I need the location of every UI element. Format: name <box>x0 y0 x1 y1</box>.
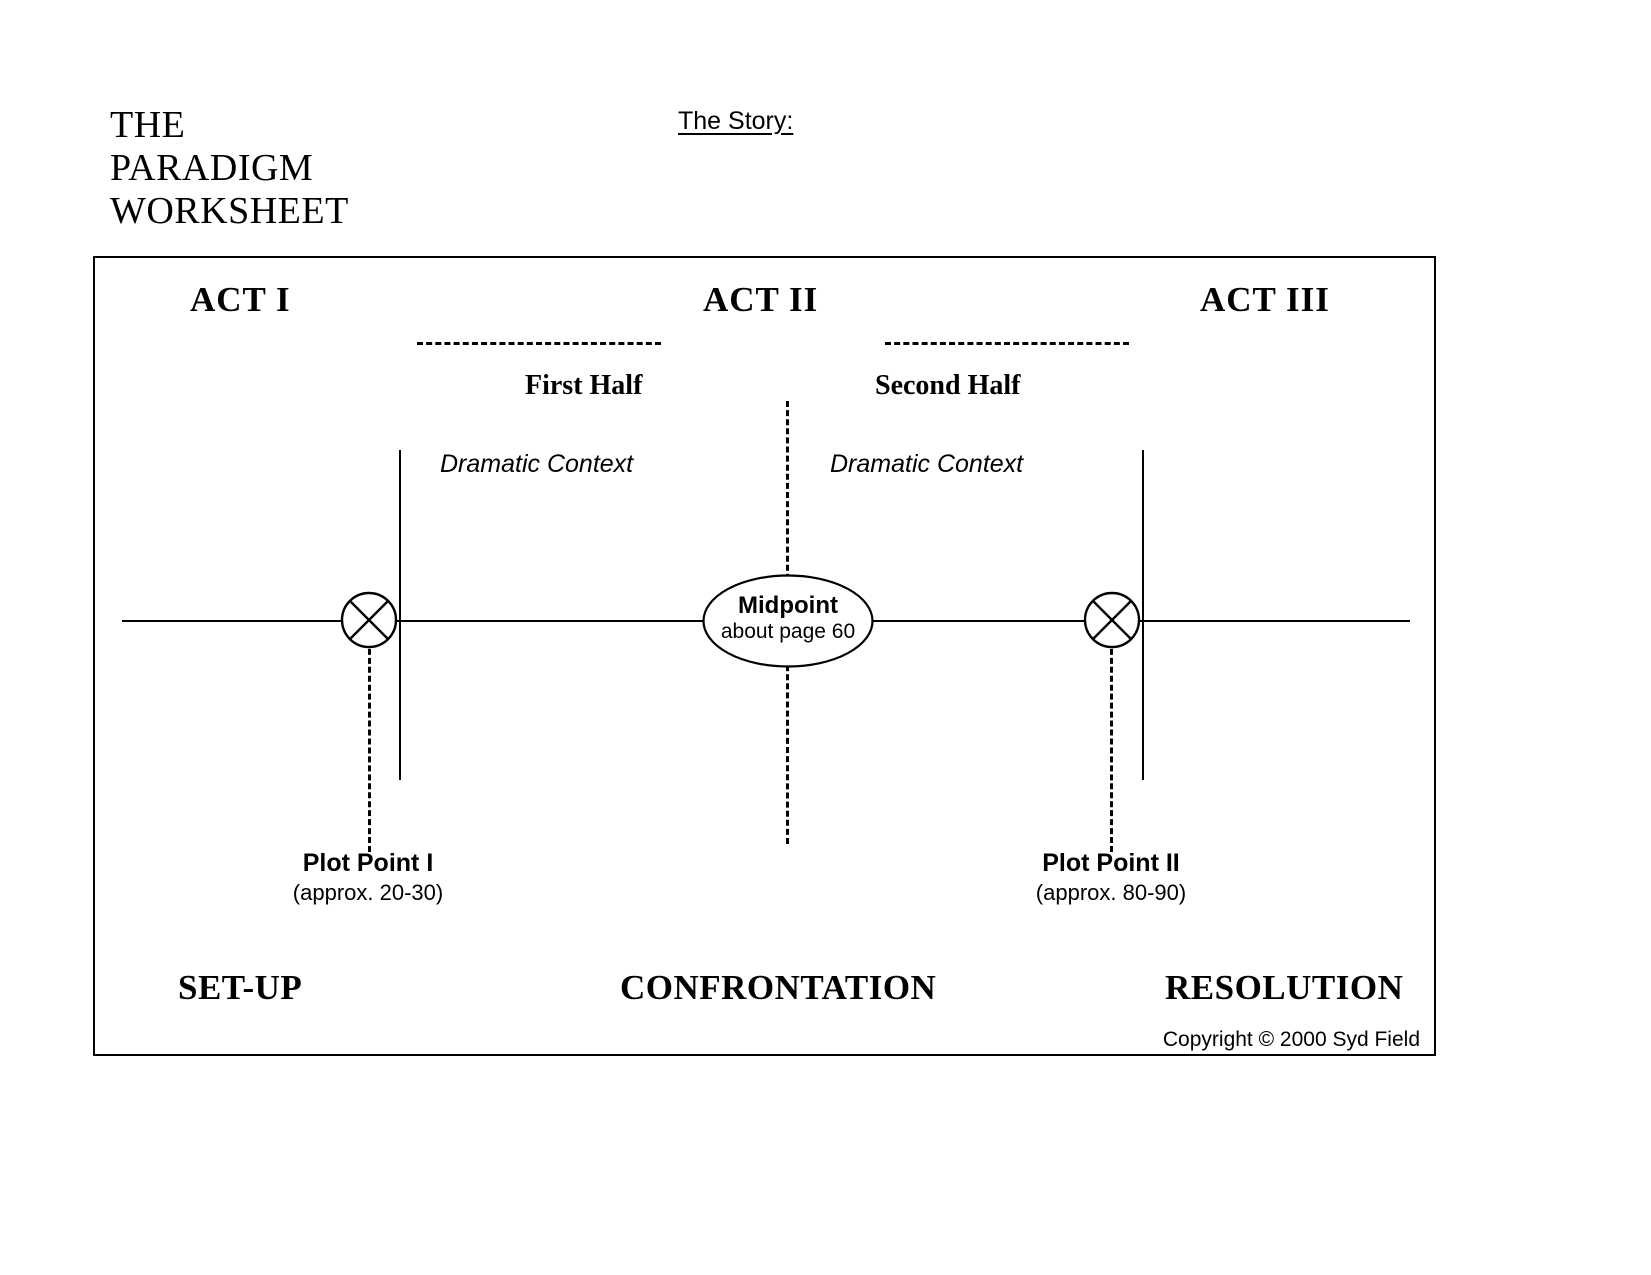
plot-point-2-label: Plot Point II (approx. 80-90) <box>991 848 1231 908</box>
copyright-notice: Copyright © 2000 Syd Field <box>1162 1028 1420 1051</box>
act-function-label-1: SET-UP <box>178 968 303 1007</box>
plot-point-1-title: Plot Point I <box>302 849 434 877</box>
act-heading-3: ACT III <box>1200 280 1330 319</box>
act-heading-1: ACT I <box>190 280 291 319</box>
page-title-line-2: PARADIGM <box>110 147 314 189</box>
plot-point-1-label: Plot Point I (approx. 20-30) <box>248 848 488 908</box>
midpoint-title: Midpoint <box>738 592 838 619</box>
plot-point-2-drop-line <box>1110 622 1113 852</box>
plot-point-2-circle-x-icon <box>1083 591 1141 649</box>
plot-point-1-circle-x-icon <box>340 591 398 649</box>
act-divider-line-2 <box>1142 450 1144 780</box>
plot-point-2-title: Plot Point II <box>1042 849 1180 877</box>
story-label: The Story: <box>678 107 794 135</box>
page-title-line-3: WORKSHEET <box>110 190 349 232</box>
plot-point-1-drop-line <box>368 622 371 852</box>
second-half-dashed-rule <box>885 342 1129 345</box>
act-heading-2: ACT II <box>703 280 819 319</box>
midpoint-ellipse-icon <box>702 574 874 668</box>
first-half-dashed-rule <box>417 342 661 345</box>
midpoint-drop-line-upper <box>786 401 789 589</box>
first-half-label: First Half <box>525 370 643 401</box>
dramatic-context-first-half: Dramatic Context <box>440 450 634 478</box>
page-title-line-1: THE <box>110 104 186 146</box>
plot-point-1-subtitle: (approx. 20-30) <box>292 880 444 905</box>
dramatic-context-second-half: Dramatic Context <box>830 450 1024 478</box>
midpoint-label: Midpoint about page 60 <box>702 592 874 644</box>
page-title: THE PARADIGM WORKSHEET <box>110 104 349 233</box>
second-half-label: Second Half <box>875 370 1021 401</box>
paradigm-diagram-frame: ACT I ACT II ACT III First Half Second H… <box>93 256 1436 1056</box>
act-function-label-2: CONFRONTATION <box>620 968 937 1007</box>
act-divider-line-1 <box>399 450 401 780</box>
midpoint-subtitle: about page 60 <box>720 619 856 643</box>
midpoint-drop-line-lower <box>786 656 789 844</box>
plot-point-2-subtitle: (approx. 80-90) <box>1035 880 1187 905</box>
act-function-label-3: RESOLUTION <box>1165 968 1404 1007</box>
